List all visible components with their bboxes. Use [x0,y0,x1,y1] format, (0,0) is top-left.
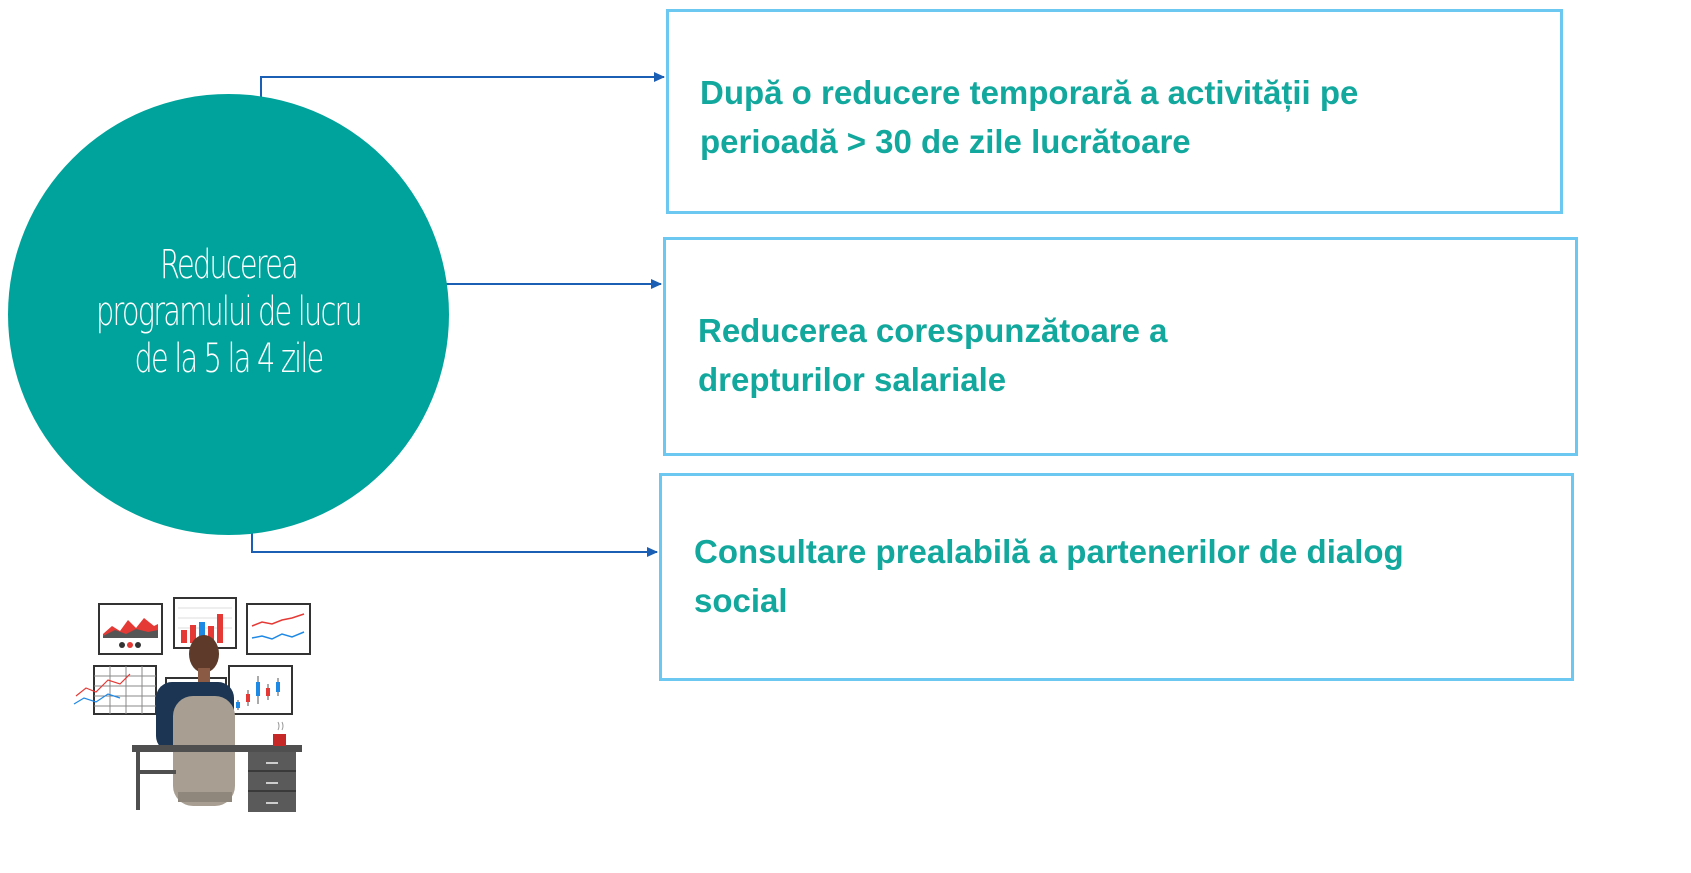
center-title-line-3: de la 5 la 4 zile [134,336,325,383]
condition-3-line-2: social [694,582,788,619]
desk-icon [132,745,302,812]
monitor-candlestick-icon [228,665,293,715]
connector-1 [260,72,665,98]
center-circle: Reducerea programului de lucru de la 5 l… [8,94,449,535]
condition-text-3: Consultare prealabilă a partenerilor de … [694,527,1564,625]
condition-text-2: Reducerea corespunzătoare a drepturilor … [698,306,1548,404]
condition-box-2: Reducerea corespunzătoare a drepturilor … [663,237,1578,456]
condition-box-3: Consultare prealabilă a partenerilor de … [659,473,1574,681]
monitor-area-chart-icon [98,603,163,655]
condition-1-line-1: După o reducere temporară a activității … [700,74,1359,111]
condition-2-line-2: drepturilor salariale [698,361,1007,398]
condition-3-line-1: Consultare prealabilă a partenerilor de … [694,533,1404,570]
condition-box-1: După o reducere temporară a activității … [666,9,1563,214]
connector-3 [251,530,658,557]
analyst-at-desk-with-monitors-icon [73,597,311,812]
center-title: Reducerea programului de lucru de la 5 l… [70,242,388,384]
condition-1-line-2: perioadă > 30 de zile lucrătoare [700,123,1191,160]
center-title-line-2: programului de lucru [96,288,363,335]
condition-text-1: După o reducere temporară a activității … [700,68,1550,166]
mug-icon [273,721,286,746]
monitor-line-chart-icon [246,603,311,655]
center-title-line-1: Reducerea [160,241,299,288]
monitor-table-icon [73,665,157,715]
condition-2-line-1: Reducerea corespunzătoare a [698,312,1168,349]
person-icon [156,635,235,806]
